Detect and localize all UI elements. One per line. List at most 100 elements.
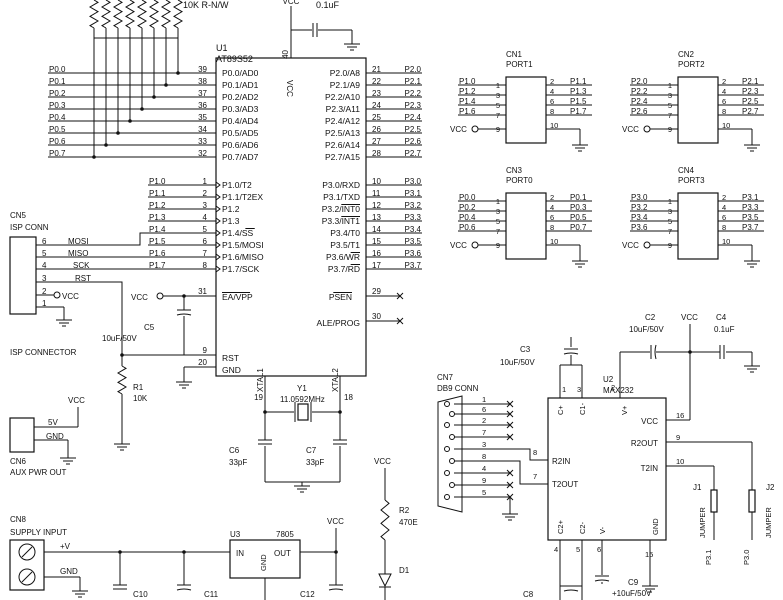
net-label: P3.6 bbox=[631, 223, 648, 232]
net-label: P2.3 bbox=[742, 87, 759, 96]
pin-number: 15 bbox=[372, 237, 381, 246]
pin-number: 4 bbox=[203, 213, 208, 222]
net-label: P1.2 bbox=[149, 201, 166, 210]
pin-label: V- bbox=[598, 526, 607, 534]
pin-label: C1- bbox=[578, 402, 587, 415]
pin-number: 15 bbox=[645, 550, 653, 559]
pin-number: 9 bbox=[676, 433, 680, 442]
net-label: P3.3 bbox=[405, 213, 422, 222]
pin-number: 4 bbox=[550, 203, 554, 212]
junction-dot bbox=[152, 95, 156, 99]
net-label: P2.4 bbox=[631, 97, 648, 106]
pin-number: 1 bbox=[496, 197, 500, 206]
pin-number: 22 bbox=[372, 77, 381, 86]
xtal2-label: XTAL2 bbox=[331, 368, 340, 392]
net-label: P2.3 bbox=[405, 101, 422, 110]
pin-number: 7 bbox=[668, 111, 672, 120]
r2-ref: R2 bbox=[399, 506, 410, 515]
c2-value: 10uF/50V bbox=[629, 325, 664, 334]
junction-dot bbox=[104, 143, 108, 147]
net-label: P0.5 bbox=[49, 125, 66, 134]
u3-body bbox=[229, 539, 301, 579]
net-label: P3.2 bbox=[405, 201, 422, 210]
net-label: P3.3 bbox=[742, 203, 759, 212]
pin-number: 5 bbox=[42, 249, 47, 258]
c7-ref: C7 bbox=[306, 446, 317, 455]
db9-pin bbox=[444, 494, 450, 500]
pin-label: P1.0/T2 bbox=[222, 180, 252, 190]
signal-label: MOSI bbox=[68, 237, 88, 246]
pin-number: 12 bbox=[372, 201, 381, 210]
j2-ref: J2 bbox=[766, 483, 775, 492]
pin-label: P2.7/A15 bbox=[325, 152, 360, 162]
pin-number: 2 bbox=[203, 189, 208, 198]
pin-label: C2- bbox=[578, 521, 587, 534]
junction-dot bbox=[338, 410, 342, 414]
net-label: P0.1 bbox=[49, 77, 66, 86]
aux-gnd: GND bbox=[46, 432, 64, 441]
db9-shell bbox=[437, 395, 463, 513]
pin-number: 28 bbox=[372, 149, 381, 158]
u2-ref: U2 bbox=[603, 375, 614, 384]
pin-number: 6 bbox=[722, 97, 726, 106]
junction-dot bbox=[182, 294, 186, 298]
db9-pin bbox=[444, 446, 450, 452]
pin-number: 10 bbox=[676, 457, 684, 466]
net-label: P2.7 bbox=[742, 107, 759, 116]
pin-number: 11 bbox=[372, 189, 381, 198]
resistor-symbol bbox=[149, 0, 159, 29]
isp-caption: ISP CONNECTOR bbox=[10, 348, 77, 357]
net-label: P1.4 bbox=[459, 97, 476, 106]
pin-number: 4 bbox=[42, 261, 47, 270]
pin-number: 17 bbox=[372, 261, 381, 270]
pin-label: R2IN bbox=[552, 457, 570, 466]
junction-dot bbox=[128, 119, 132, 123]
port-name: PORT0 bbox=[506, 176, 533, 185]
pin-label: VCC bbox=[641, 417, 658, 426]
pin-number: 1 bbox=[203, 177, 208, 186]
pin-number: 5 bbox=[496, 217, 500, 226]
resistor-symbol bbox=[125, 0, 135, 29]
resistor-symbol bbox=[113, 0, 123, 29]
terminal-circle bbox=[156, 292, 164, 300]
pin-number: 1 bbox=[668, 197, 672, 206]
net-label: P0.7 bbox=[49, 149, 66, 158]
jumper-label: JUMPER bbox=[764, 507, 773, 538]
resistor-symbol bbox=[380, 499, 390, 541]
net-label: P3.7 bbox=[742, 223, 759, 232]
pin-label: GND bbox=[651, 518, 660, 535]
pin-number: 5 bbox=[203, 225, 208, 234]
pin-number: 8 bbox=[550, 223, 554, 232]
d1-ref: D1 bbox=[399, 566, 410, 575]
aux-vcc: VCC bbox=[68, 396, 85, 405]
resistor-symbol bbox=[101, 0, 111, 29]
c5-ref: C5 bbox=[144, 323, 155, 332]
pin-number: 4 bbox=[482, 464, 486, 473]
pin-label: P0.6/AD6 bbox=[222, 140, 259, 150]
c3-value: 10uF/50V bbox=[500, 358, 535, 367]
pin-label: P2.6/A14 bbox=[325, 140, 360, 150]
net-label: P0.0 bbox=[49, 65, 66, 74]
vcc-label: VCC bbox=[283, 0, 300, 6]
pin-number: 9 bbox=[668, 241, 672, 250]
net-label: P1.3 bbox=[149, 213, 166, 222]
pin-number: 7 bbox=[496, 111, 500, 120]
pin-label: P0.3/AD3 bbox=[222, 104, 259, 114]
pin-number: 36 bbox=[198, 101, 207, 110]
jumper-j2 bbox=[748, 489, 756, 513]
pin-label: P0.2/AD2 bbox=[222, 92, 259, 102]
net-label: P1.0 bbox=[149, 177, 166, 186]
pin-number: 38 bbox=[198, 77, 207, 86]
db9-pin bbox=[449, 458, 455, 464]
net-label: P2.6 bbox=[631, 107, 648, 116]
pin-number: 1 bbox=[668, 81, 672, 90]
pin-number: 33 bbox=[198, 137, 207, 146]
pin-number: 3 bbox=[496, 207, 500, 216]
vcc-label: VCC bbox=[622, 241, 639, 250]
aux-connector-body bbox=[9, 417, 35, 453]
pin-number: 6 bbox=[482, 405, 486, 414]
u3-ref: U3 bbox=[230, 530, 241, 539]
net-label: P0.6 bbox=[49, 137, 66, 146]
junction-dot bbox=[263, 410, 267, 414]
pin-number: 3 bbox=[42, 274, 47, 283]
